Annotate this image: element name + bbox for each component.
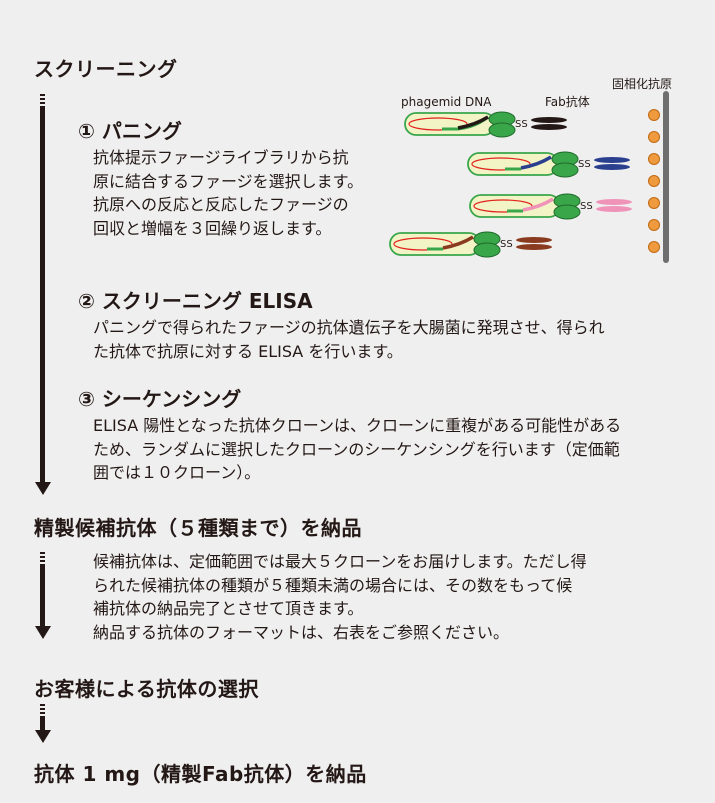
elisa-description: パニングで得られたファージの抗体遺伝子を大腸菌に発現させ、得られ た抗体で抗原に… [93, 316, 693, 363]
panning-line: 回収と増幅を３回繰り返します。 [93, 218, 332, 238]
delivery-line: 補抗体の納品完了とさせて頂きます。 [93, 599, 364, 618]
panning-line: 原に結合するファージを選択します。 [93, 171, 364, 191]
final-title: 抗体 1 mg（精製Fab抗体）を納品 [34, 762, 367, 786]
phage-pink: SS [469, 193, 632, 220]
svg-text:SS: SS [580, 201, 593, 212]
antigen-dots [648, 109, 660, 253]
svg-text:SS: SS [578, 159, 591, 170]
elisa-title: ② スクリーニング ELISA [78, 289, 313, 313]
panning-description: 抗体提示ファージライブラリから抗 原に結合するファージを選択します。 抗原への反… [93, 146, 403, 240]
panning-title: ① パニング [78, 119, 182, 143]
phage-blue: SS [467, 151, 630, 178]
panning-line: 抗原への反応と反応したファージの [93, 195, 349, 214]
antigen-label: 固相化抗原 [612, 76, 672, 91]
selection-title: お客様による抗体の選択 [34, 677, 259, 701]
svg-text:SS: SS [515, 119, 528, 130]
panning-line: 抗体提示ファージライブラリから抗 [93, 148, 349, 167]
sequencing-line: ELISA 陽性となった抗体クローンは、クローンに重複がある可能性がある [93, 416, 622, 435]
delivery-description: 候補抗体は、定価範囲では最大５クローンをお届けします。ただし得 られた候補抗体の… [93, 550, 693, 644]
svg-text:SS: SS [500, 239, 513, 250]
fab-label: Fab抗体 [545, 94, 590, 109]
phagemid-label: phagemid DNA [401, 95, 492, 109]
elisa-line: パニングで得られたファージの抗体遺伝子を大腸菌に発現させ、得られ [93, 318, 605, 337]
delivery-title: 精製候補抗体（５種類まで）を納品 [34, 516, 362, 540]
phage-black: SS [404, 111, 567, 138]
sequencing-description: ELISA 陽性となった抗体クローンは、クローンに重複がある可能性がある ため、… [93, 414, 693, 485]
sequencing-title: ③ シーケンシング [78, 387, 242, 411]
panning-figure: phagemid DNA Fab抗体 固相化抗原 SS [389, 76, 672, 263]
sequencing-line: ため、ランダムに選択したクローンのシーケンシングを行います（定価範 [93, 439, 620, 459]
screening-title: スクリーニング [34, 57, 178, 81]
sequencing-line: 囲では１０クローン）。 [93, 463, 261, 482]
elisa-line: た抗体で抗原に対する ELISA を行います。 [93, 341, 403, 361]
phage-brown: SS [389, 231, 552, 258]
delivery-line: 納品する抗体のフォーマットは、右表をご参照ください。 [93, 622, 510, 642]
antigen-plate [663, 91, 669, 263]
delivery-line: 候補抗体は、定価範囲では最大５クローンをお届けします。ただし得 [93, 552, 587, 571]
delivery-line: られた候補抗体の種類が５種類未満の場合には、その数をもって候 [93, 575, 573, 595]
